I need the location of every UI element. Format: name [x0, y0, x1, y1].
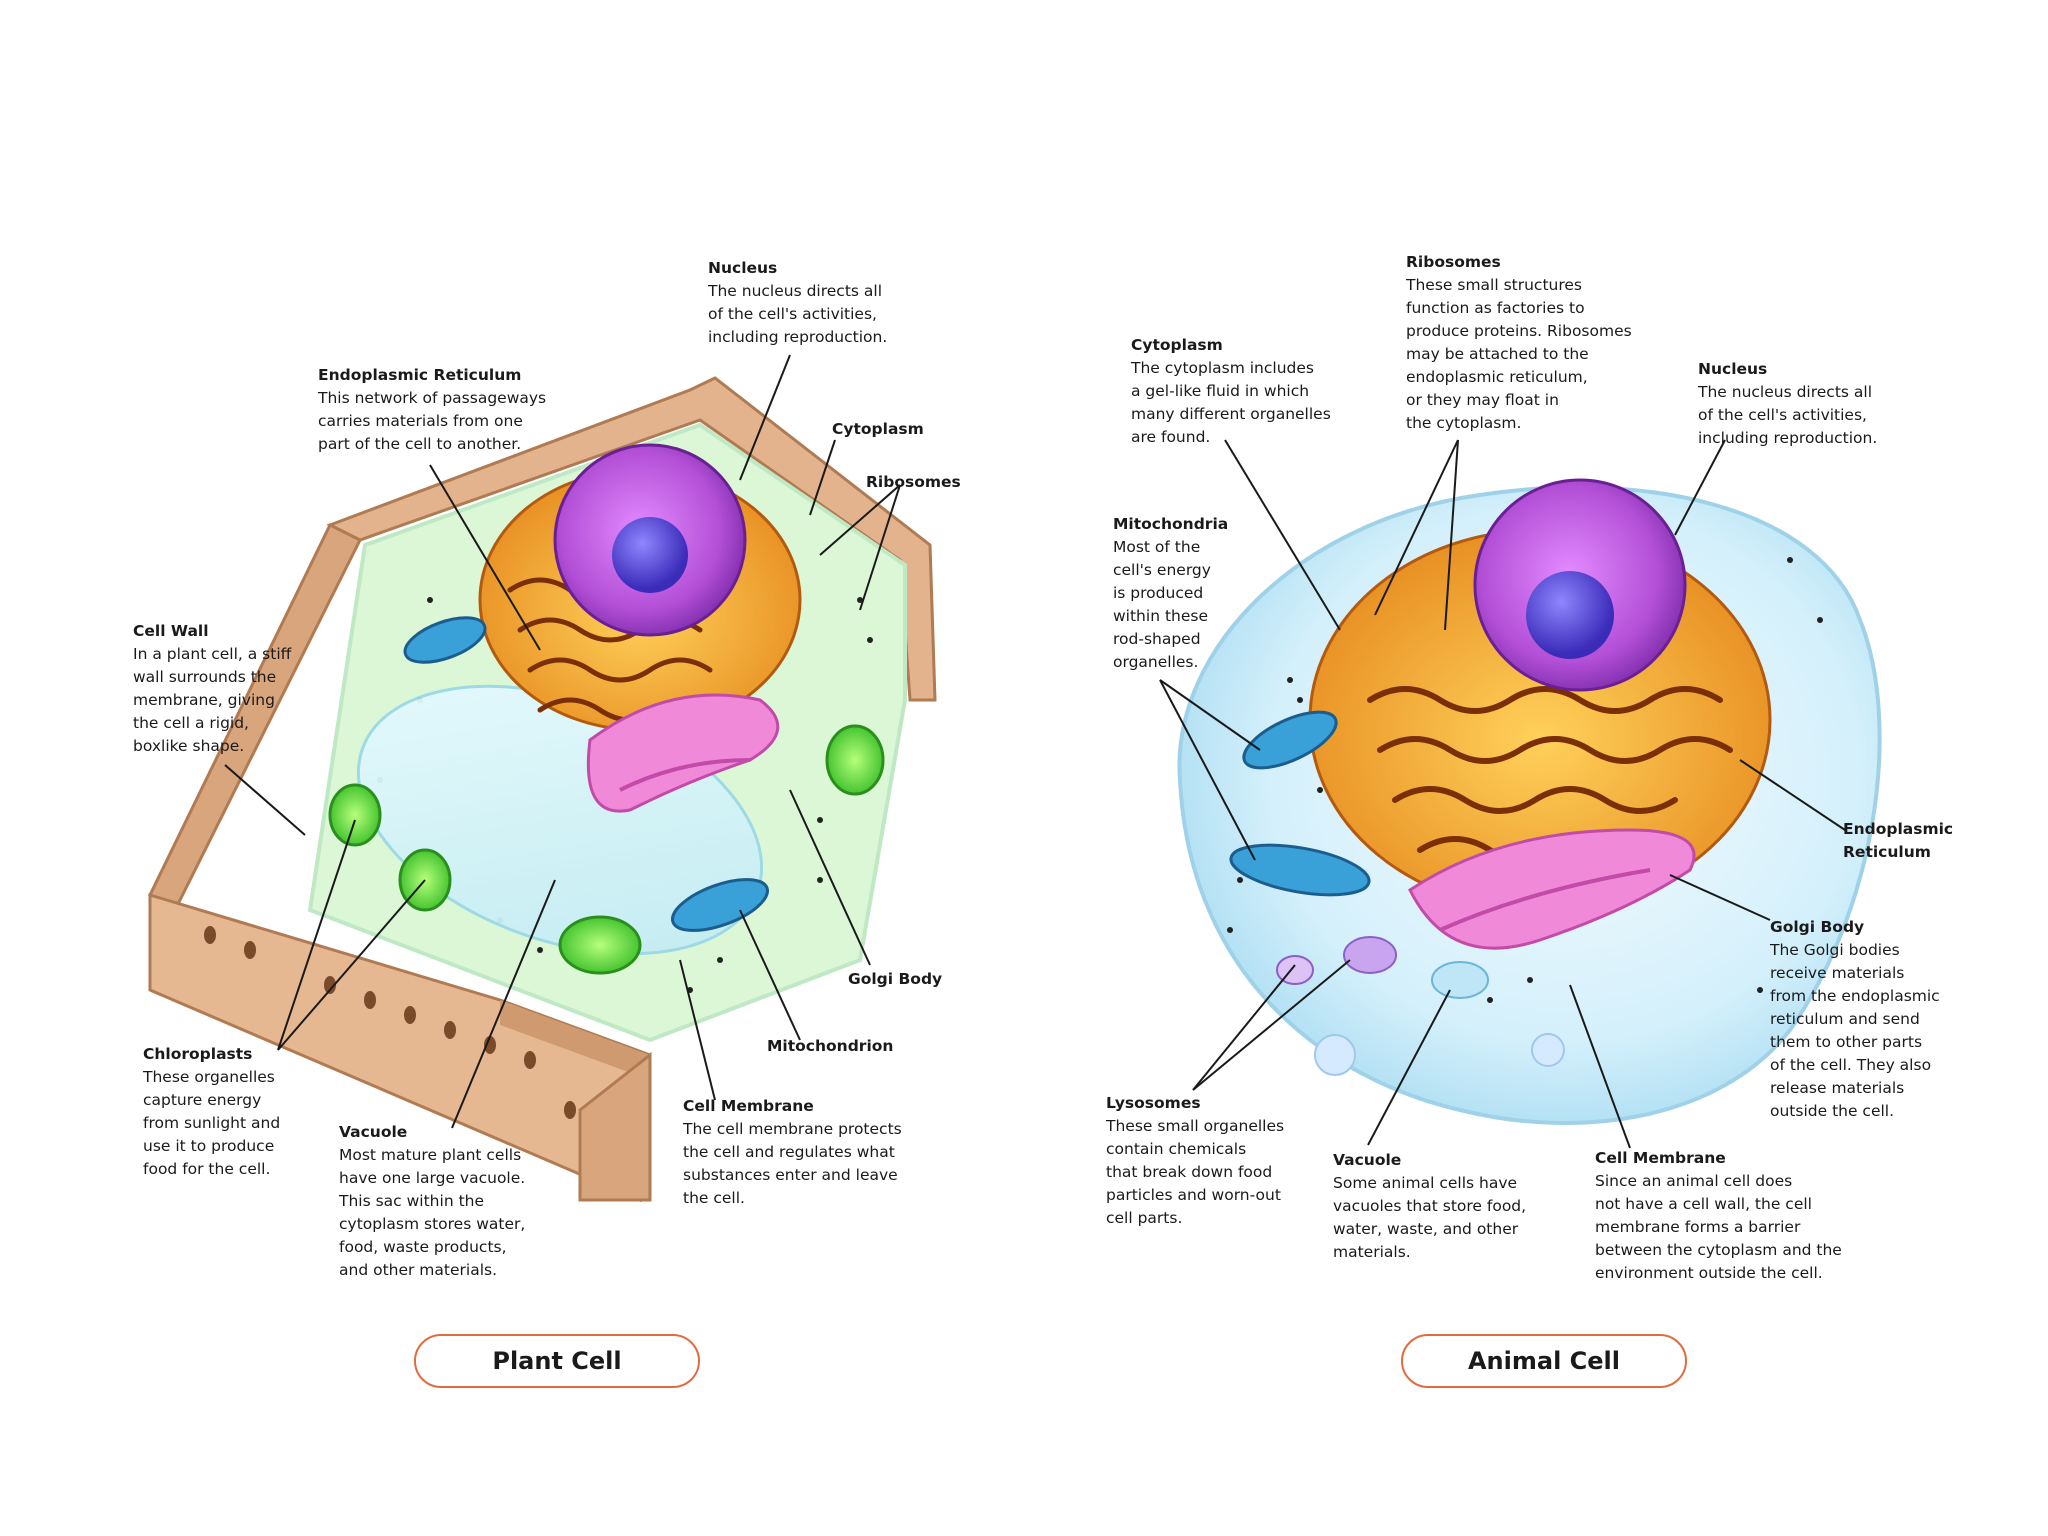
animal-membrane-desc: Since an animal cell does not have a cel… [1595, 1172, 1842, 1282]
plant-nucleus-desc: The nucleus directs all of the cell's ac… [708, 282, 888, 346]
plant-label-er: Endoplasmic Reticulum This network of pa… [318, 364, 588, 456]
plant-label-mitochondrion: Mitochondrion [767, 1035, 893, 1058]
plant-golgi [586, 693, 780, 813]
animal-label-vacuole: Vacuole Some animal cells have vacuoles … [1333, 1149, 1573, 1264]
animal-nucleus-title: Nucleus [1698, 360, 1768, 378]
plant-label-cytoplasm: Cytoplasm [832, 418, 924, 441]
animal-cytoplasm-desc: The cytoplasm includes a gel-like fluid … [1131, 359, 1331, 446]
plant-membrane-title: Cell Membrane [683, 1097, 814, 1115]
animal-label-cytoplasm: Cytoplasm The cytoplasm includes a gel-l… [1131, 334, 1371, 449]
animal-label-lysosomes: Lysosomes These small organelles contain… [1106, 1092, 1326, 1230]
animal-ribosomes-desc: These small structures function as facto… [1406, 276, 1632, 432]
plant-cell-wall [148, 376, 937, 1203]
animal-label-golgi: Golgi Body The Golgi bodies receive mate… [1770, 916, 1970, 1123]
animal-label-mitochondria: Mitochondria Most of the cell's energy i… [1113, 513, 1253, 674]
plant-er-title: Endoplasmic Reticulum [318, 366, 522, 384]
plant-mitochondria [403, 616, 769, 932]
animal-leader-lines [1159, 439, 1846, 1149]
animal-membrane-title: Cell Membrane [1595, 1149, 1726, 1167]
animal-nucleus [1473, 478, 1687, 692]
animal-vacuole-desc: Some animal cells have vacuoles that sto… [1333, 1174, 1527, 1261]
plant-membrane-desc: The cell membrane protects the cell and … [683, 1120, 902, 1207]
animal-lysosomes-vacuoles [1276, 936, 1565, 1076]
plant-label-ribosomes: Ribosomes [866, 471, 961, 494]
animal-mitochondria [1229, 710, 1371, 897]
plant-label-chloroplasts: Chloroplasts These organelles capture en… [143, 1043, 313, 1181]
animal-label-ribosomes: Ribosomes These small structures functio… [1406, 251, 1666, 435]
animal-vacuole-title: Vacuole [1333, 1151, 1402, 1169]
plant-label-cellwall: Cell Wall In a plant cell, a stiff wall … [133, 620, 313, 758]
animal-cell-title: Animal Cell [1401, 1334, 1687, 1388]
animal-golgi-desc: The Golgi bodies receive materials from … [1770, 941, 1940, 1120]
plant-cell-title: Plant Cell [414, 1334, 700, 1388]
plant-nucleus-title: Nucleus [708, 259, 778, 277]
plant-vacuole-desc: Most mature plant cells have one large v… [339, 1146, 526, 1279]
animal-mito-desc: Most of the cell's energy is produced wi… [1113, 538, 1211, 671]
animal-mito-title: Mitochondria [1113, 515, 1229, 533]
plant-er-desc: This network of passageways carries mate… [318, 389, 547, 453]
plant-cytoplasm-title: Cytoplasm [832, 420, 924, 438]
plant-label-vacuole: Vacuole Most mature plant cells have one… [339, 1121, 579, 1282]
animal-lysosomes-desc: These small organelles contain chemicals… [1106, 1117, 1285, 1227]
plant-nucleus [553, 443, 747, 637]
plant-mito-title: Mitochondrion [767, 1037, 894, 1055]
plant-chloroplasts-title: Chloroplasts [143, 1045, 253, 1063]
plant-leader-lines [224, 354, 901, 1129]
plant-cellwall-title: Cell Wall [133, 622, 209, 640]
plant-label-golgi: Golgi Body [848, 968, 942, 991]
plant-golgi-title: Golgi Body [848, 970, 943, 988]
plant-cellwall-desc: In a plant cell, a stiff wall surrounds … [133, 645, 292, 755]
plant-ribosomes-title: Ribosomes [866, 473, 961, 491]
plant-chloroplasts [328, 724, 885, 975]
animal-golgi-title: Golgi Body [1770, 918, 1865, 936]
plant-vacuole-title: Vacuole [339, 1123, 408, 1141]
animal-label-nucleus: Nucleus The nucleus directs all of the c… [1698, 358, 1918, 450]
animal-nucleus-desc: The nucleus directs all of the cell's ac… [1698, 383, 1878, 447]
plant-label-nucleus: Nucleus The nucleus directs all of the c… [708, 257, 928, 349]
animal-cytoplasm-title: Cytoplasm [1131, 336, 1223, 354]
animal-label-membrane: Cell Membrane Since an animal cell does … [1595, 1147, 1895, 1285]
animal-er-title: Endoplasmic Reticulum [1843, 820, 1954, 861]
animal-golgi [1408, 828, 1696, 950]
animal-label-er: Endoplasmic Reticulum [1843, 818, 1983, 864]
plant-label-membrane: Cell Membrane The cell membrane protects… [683, 1095, 943, 1210]
animal-lysosomes-title: Lysosomes [1106, 1094, 1201, 1112]
plant-chloroplasts-desc: These organelles capture energy from sun… [143, 1068, 281, 1178]
animal-ribosomes-title: Ribosomes [1406, 253, 1501, 271]
